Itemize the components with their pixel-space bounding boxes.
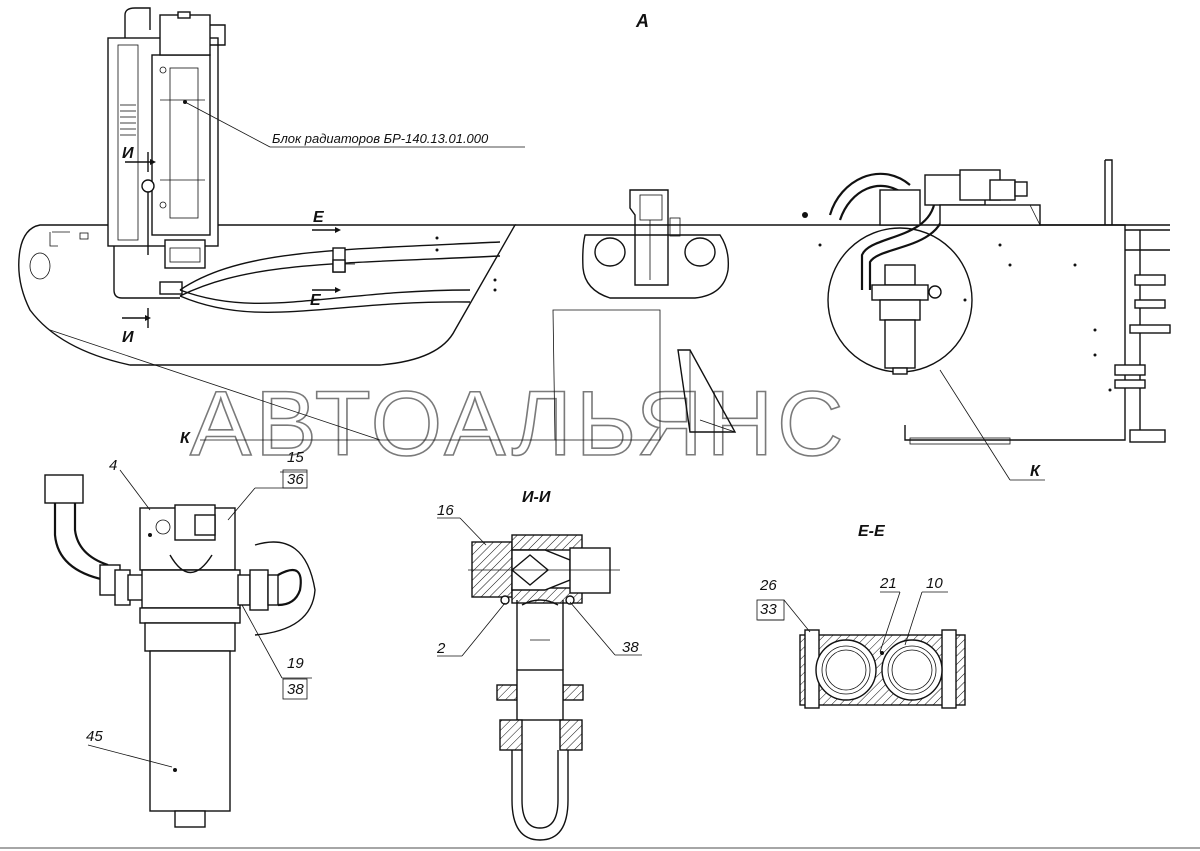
part-45: 45 (86, 728, 103, 745)
part-10: 10 (926, 575, 943, 592)
part-16: 16 (437, 502, 454, 519)
cut-label-i-bottom: И (122, 329, 134, 346)
view-label-a: А (635, 11, 649, 31)
part-38-k: 38 (287, 681, 304, 698)
part-21: 21 (879, 575, 897, 592)
part-15: 15 (287, 449, 304, 466)
part-38-i: 38 (622, 639, 639, 656)
detail-label-k-left: К (180, 430, 191, 447)
section-i-i (468, 534, 620, 841)
right-units (827, 169, 1041, 375)
detail-k-filter (44, 474, 316, 828)
part-2: 2 (436, 640, 446, 657)
part-33: 33 (760, 601, 777, 618)
part-36: 36 (287, 471, 304, 488)
view-label-e-e: Е-Е (858, 523, 886, 540)
part-4: 4 (109, 457, 117, 474)
cut-label-i-top: И (122, 145, 134, 162)
view-label-i-i: И-И (522, 489, 551, 506)
cut-label-e-top: Е (313, 209, 325, 226)
part-26: 26 (759, 577, 777, 594)
part-19: 19 (287, 655, 304, 672)
radiator-block-label: Блок радиаторов БР-140.13.01.000 (272, 131, 489, 146)
leaders-section-i (437, 517, 642, 657)
cut-label-e-bottom: Е (310, 292, 322, 309)
hose-lines (179, 172, 947, 313)
watermark: АВТОАЛЬЯНС (190, 373, 848, 475)
frame-main-view (18, 159, 1171, 445)
leaders-main (49, 100, 1045, 481)
radiator-block (107, 7, 226, 299)
detail-label-k-right: К (1030, 463, 1041, 480)
section-e-e (799, 629, 966, 709)
